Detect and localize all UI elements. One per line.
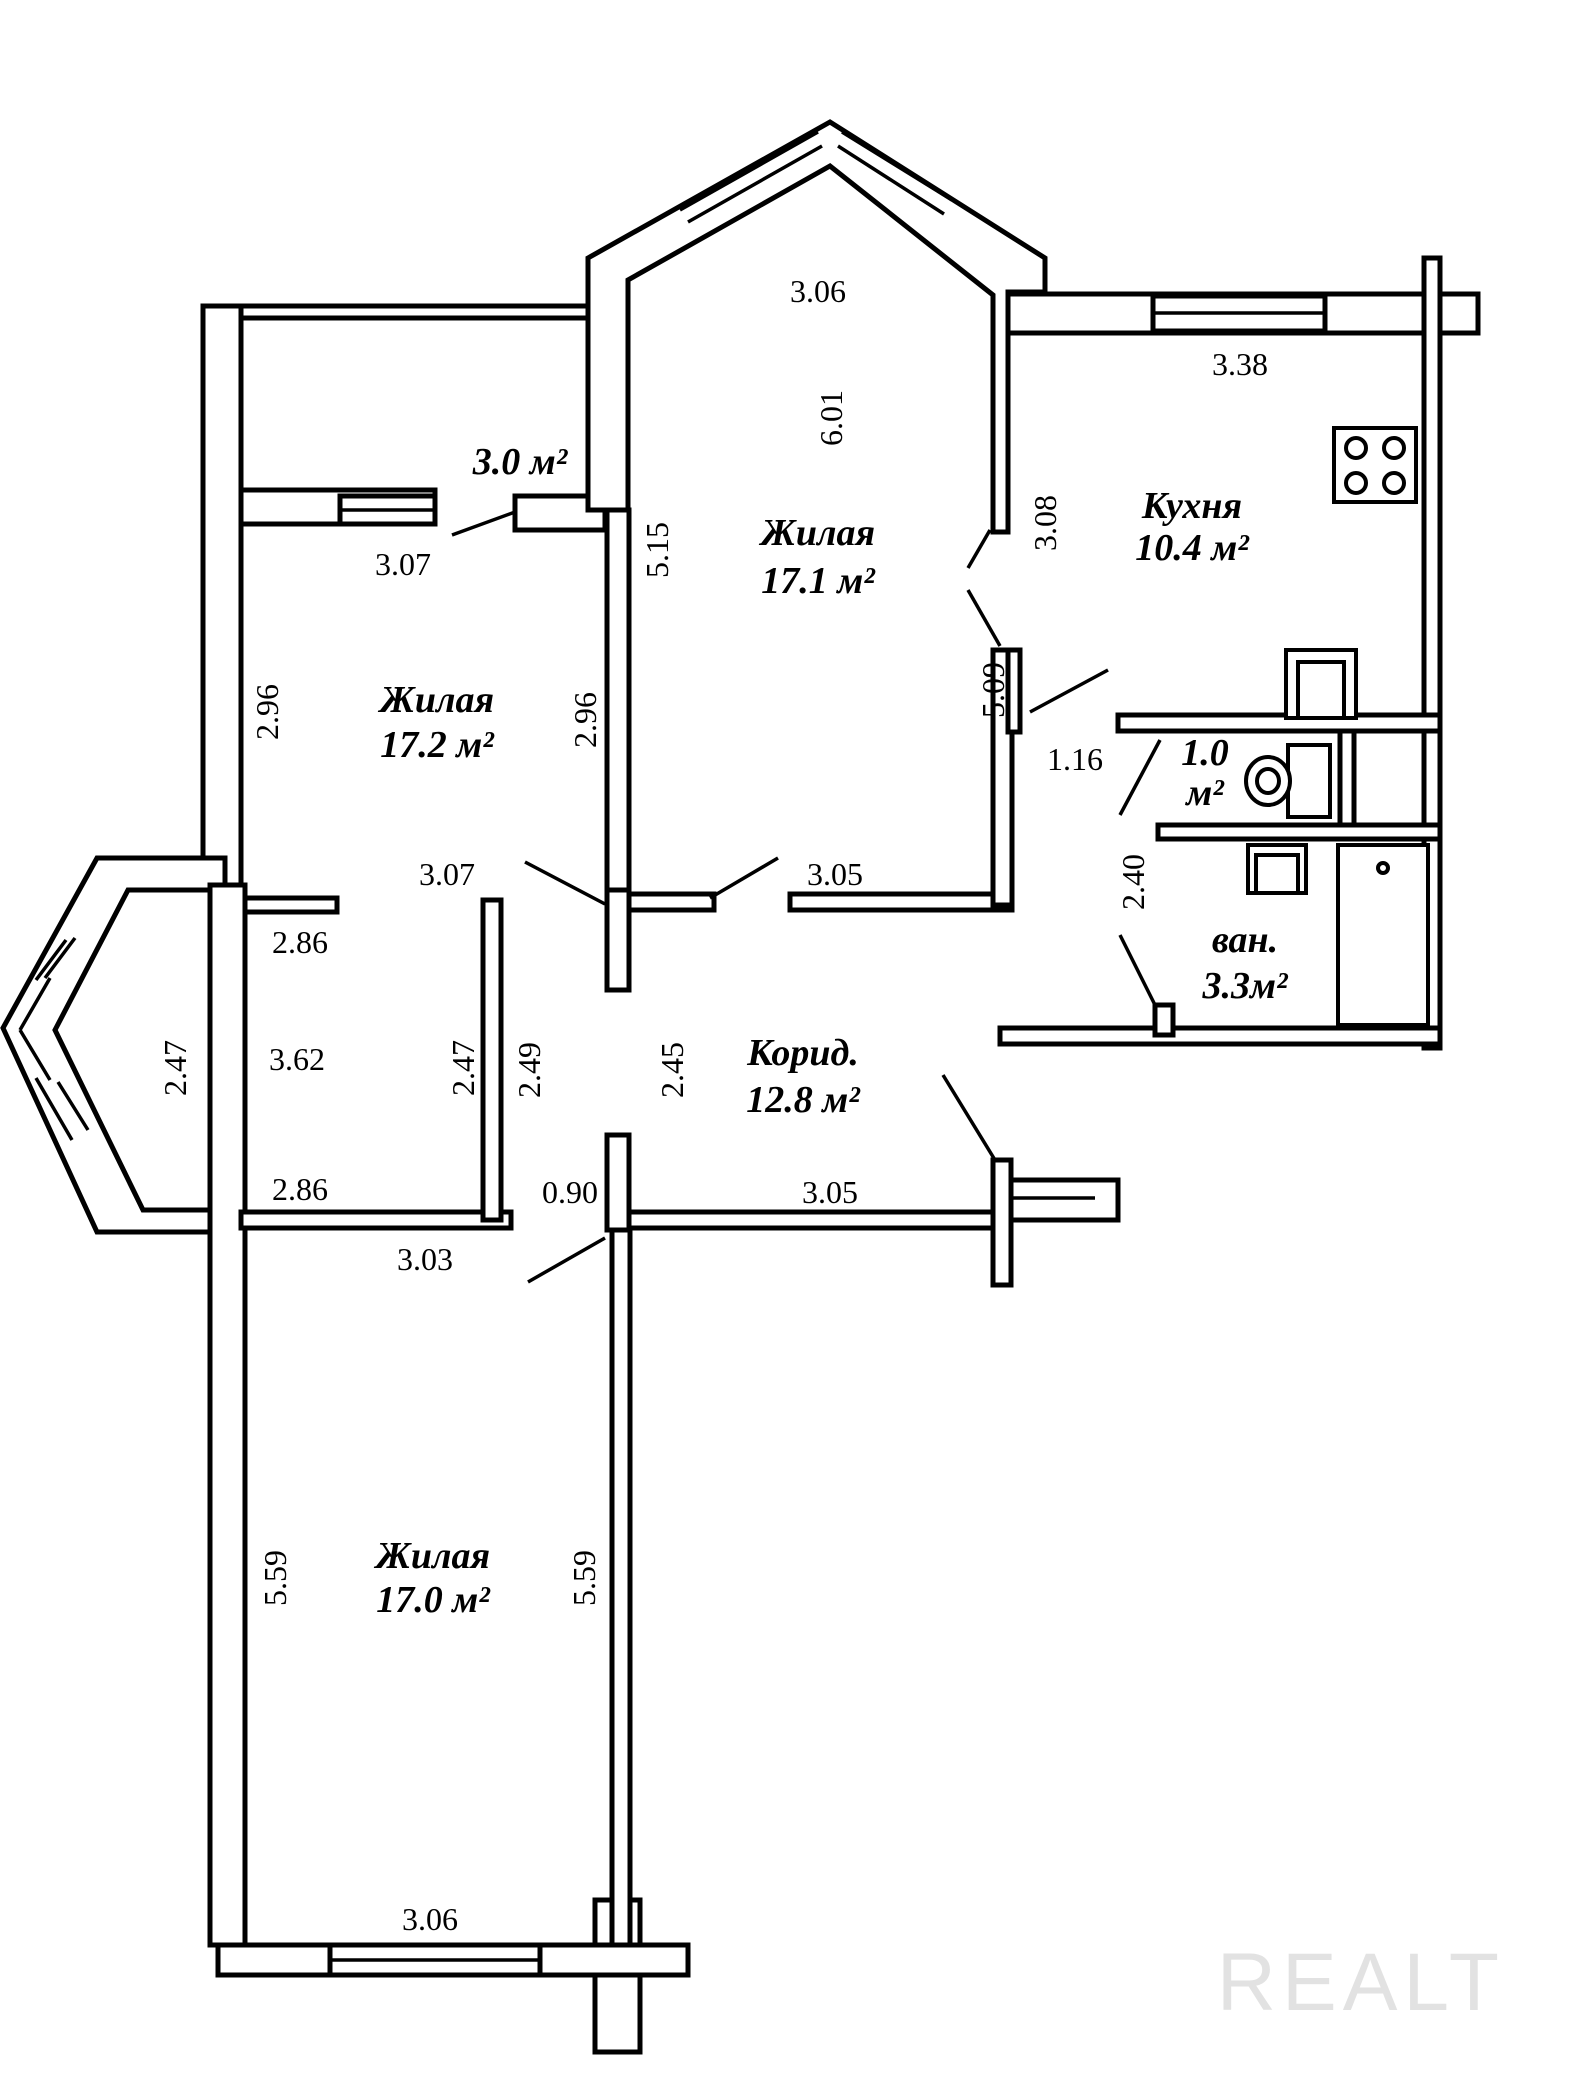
dim-bay-left: 2.47 xyxy=(157,1040,193,1096)
bathtub xyxy=(1336,843,1430,1027)
living-bottom-top-wall xyxy=(238,1209,514,1231)
dim-living-left-left: 2.96 xyxy=(249,684,285,740)
corridor-name: Корид. xyxy=(746,1032,859,1074)
living-bottom-right-wall xyxy=(609,1212,633,1948)
bay-right-partition xyxy=(480,897,504,1223)
wc-area-number: 1.0 xyxy=(1181,732,1229,774)
living-bottom-name: Жилая xyxy=(373,1535,490,1577)
dim-wc-width: 1.16 xyxy=(1047,741,1103,777)
watermark-text: REALT xyxy=(1217,1937,1505,2028)
central-stub xyxy=(604,887,632,993)
dim-bath-depth: 2.40 xyxy=(1115,854,1151,910)
dim-living-left-right: 2.96 xyxy=(567,692,603,748)
kitchen-name: Кухня xyxy=(1141,485,1242,527)
living-top-name: Жилая xyxy=(758,512,875,554)
dim-living-bottom-width: 3.06 xyxy=(402,1901,458,1937)
dim-living-top-width: 3.06 xyxy=(790,273,846,309)
living-top-bottom-left xyxy=(626,891,717,913)
dim-bay-top: 2.86 xyxy=(272,924,328,960)
central-lower-stub xyxy=(604,1132,632,1233)
dim-living-top-depth: 6.01 xyxy=(813,390,849,446)
corridor-bottom-wall xyxy=(626,1209,1012,1231)
living-left-outer-wall xyxy=(200,303,244,903)
dim-living-top-left: 5.15 xyxy=(639,522,675,578)
gable-windows xyxy=(679,130,953,224)
bath-top-wall xyxy=(1155,822,1443,842)
toilet xyxy=(1244,743,1332,819)
bath-bottom-wall xyxy=(997,1025,1443,1047)
door-swings xyxy=(451,510,1162,1284)
bath-area: 3.3м² xyxy=(1202,965,1290,1007)
corridor-area: 12.8 м² xyxy=(746,1079,861,1121)
room-labels: Жилая 17.1 м² Кухня 10.4 м² Жилая 17.2 м… xyxy=(373,441,1289,1621)
living-top-area: 17.1 м² xyxy=(761,560,876,602)
dim-kitchen-depth: 3.08 xyxy=(1027,495,1063,551)
dim-kitchen-width: 3.38 xyxy=(1212,346,1268,382)
dim-bay-bottom: 2.86 xyxy=(272,1171,328,1207)
dimension-labels: 3.06 6.01 5.15 5.09 3.05 3.38 3.08 3.07 … xyxy=(157,273,1268,1937)
dim-corridor-bottom: 3.05 xyxy=(802,1174,858,1210)
dim-corridor-depth: 2.45 xyxy=(654,1042,690,1098)
kitchen-sink xyxy=(1284,648,1358,720)
wc-area-unit: м² xyxy=(1184,772,1225,814)
bath-door-stub xyxy=(1152,1002,1176,1038)
washbasin xyxy=(1246,843,1308,895)
dim-bay-right: 2.47 xyxy=(445,1040,481,1096)
kitchen-stove xyxy=(1332,426,1418,504)
dim-living-left-bottom: 3.07 xyxy=(419,856,475,892)
bay-window xyxy=(18,936,90,1141)
living-left-name: Жилая xyxy=(377,679,494,721)
kitchen-area: 10.4 м² xyxy=(1135,527,1250,569)
living-top-gable xyxy=(585,119,1048,535)
balcony-area: 3.0 м² xyxy=(472,441,569,483)
bay-divider xyxy=(234,895,340,915)
balcony-wall xyxy=(200,303,593,527)
living-bottom-area: 17.0 м² xyxy=(376,1579,491,1621)
dim-living-bottom-right: 5.59 xyxy=(566,1550,602,1606)
dim-living-top-bottom: 3.05 xyxy=(807,856,863,892)
living-top-bottom-wall xyxy=(787,891,1015,913)
dim-living-top-right: 5.09 xyxy=(975,662,1011,718)
living-bottom-outer-wall xyxy=(207,882,248,1948)
wc-top-wall xyxy=(1115,712,1443,734)
entrance-block xyxy=(1008,1177,1121,1223)
dim-bay-center: 3.62 xyxy=(269,1041,325,1077)
bath-name: ван. xyxy=(1212,919,1278,961)
living-left-area: 17.2 м² xyxy=(380,724,495,766)
dim-living-bottom-top: 3.03 xyxy=(397,1241,453,1277)
dim-corridor-left: 2.49 xyxy=(511,1042,547,1098)
walls xyxy=(0,119,1481,2055)
dim-door-width: 0.90 xyxy=(542,1174,598,1210)
corridor-right-pier xyxy=(990,1157,1014,1288)
dim-balcony-width: 3.07 xyxy=(375,546,431,582)
wc-right-wall xyxy=(1337,728,1357,828)
dim-living-bottom-left: 5.59 xyxy=(257,1550,293,1606)
